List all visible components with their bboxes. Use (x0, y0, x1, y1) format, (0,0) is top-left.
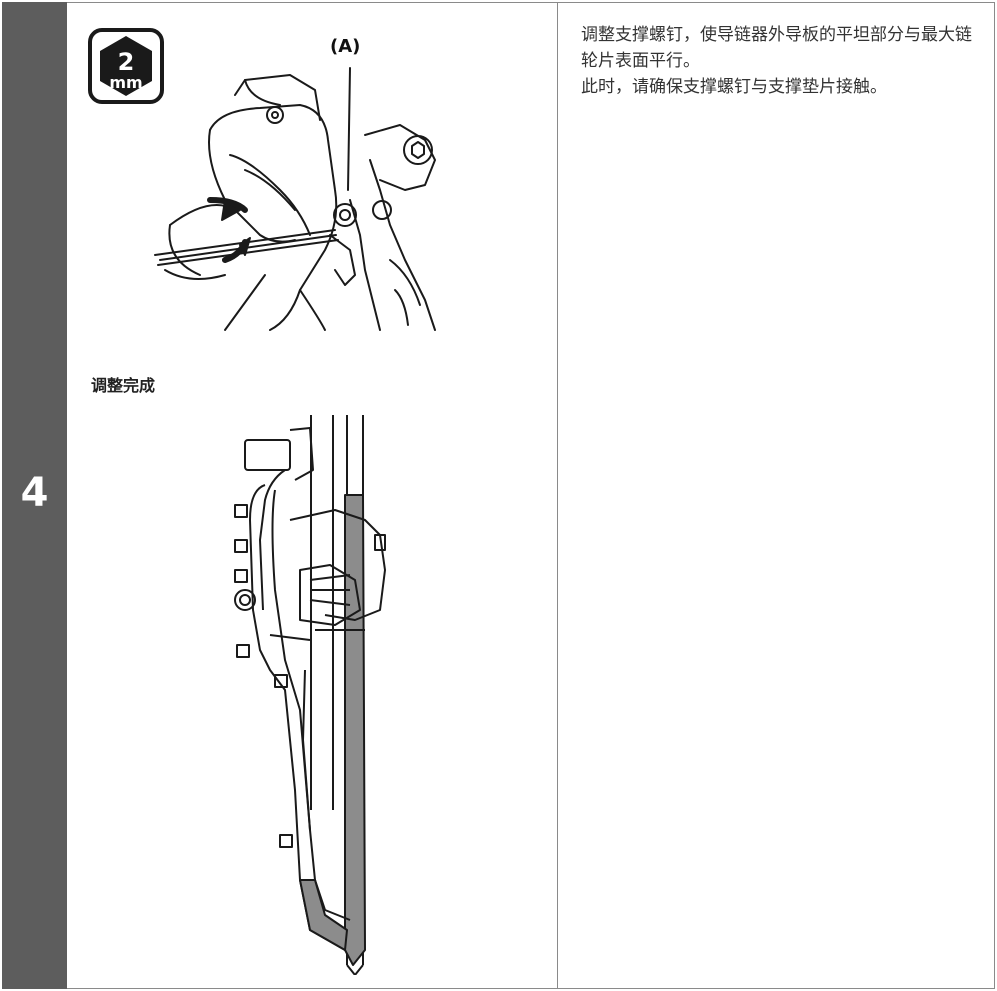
section-label-adjustment-complete: 调整完成 (91, 376, 156, 395)
column-divider (557, 2, 558, 989)
adjusted-derailleur-illustration (234, 415, 386, 975)
instruction-text: 调整支撑螺钉，使导链器外导板的平坦部分与最大链轮片表面平行。 此时，请确保支撑螺… (581, 22, 981, 100)
callout-label-a: (A) (330, 36, 361, 57)
step-sidebar: 4 (2, 2, 67, 989)
front-derailleur-adjustment-illustration (154, 67, 436, 331)
instruction-paragraph-2: 此时，请确保支撑螺钉与支撑垫片接触。 (581, 77, 887, 97)
tool-size-unit: mm (109, 73, 142, 92)
hex-wrench-size-badge: 2 mm (88, 28, 164, 104)
tool-size-number: 2 (118, 48, 135, 76)
step-number: 4 (20, 470, 49, 516)
instruction-paragraph-1: 调整支撑螺钉，使导链器外导板的平坦部分与最大链轮片表面平行。 (581, 25, 972, 71)
